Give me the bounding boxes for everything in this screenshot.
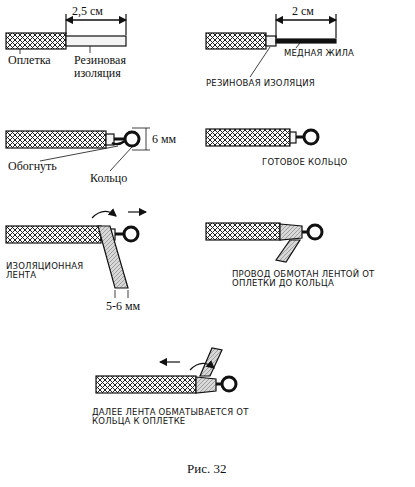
part-label: ГОТОВОЕ КОЛЬЦО (262, 158, 347, 167)
part-label: РЕЗИНОВАЯ ИЗОЛЯЦИЯ (206, 79, 315, 88)
figure-caption: Рис. 32 (187, 462, 226, 476)
part-label: ПРОВОД ОБМОТАН ЛЕНТОЙ ОТ ОПЛЕТКИ ДО КОЛЬ… (232, 270, 382, 289)
part-label: МЕДНАЯ ЖИЛА (284, 49, 354, 58)
part-label: 2 см (292, 5, 314, 18)
part-label: 5-6 мм (106, 300, 140, 313)
part-label: 6 мм (152, 133, 176, 146)
part-label: Обогнуть (8, 160, 57, 173)
part-label: Резиновая изоляция (74, 54, 154, 80)
part-label: 2,5 см (72, 5, 103, 18)
part-label: ДАЛЕЕ ЛЕНТА ОБМАТЫВАЕТСЯ ОТ КОЛЬЦА К ОПЛ… (92, 408, 252, 427)
part-label: ИЗОЛЯЦИОННАЯ ЛЕНТА (6, 262, 94, 281)
part-label: Оплетка (8, 54, 51, 67)
part-label: Кольцо (90, 172, 127, 185)
